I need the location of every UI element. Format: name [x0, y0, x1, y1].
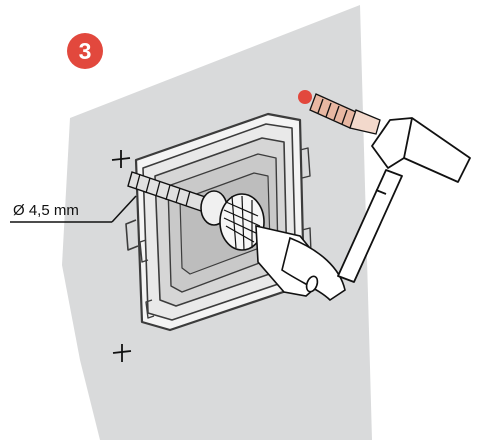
drill-hole-icon	[305, 275, 319, 293]
step-number-badge: 3	[67, 33, 103, 69]
drill-diameter-label: Ø 4,5 mm	[13, 202, 79, 219]
plug-hole-marker	[298, 90, 312, 104]
wall-plug-icon	[309, 93, 381, 135]
screw-mark-icon	[112, 344, 132, 362]
screw-mark-icon	[111, 150, 131, 168]
dimension-leader-line	[10, 195, 137, 223]
drill-body	[281, 236, 346, 302]
hammer-icon	[337, 117, 471, 283]
